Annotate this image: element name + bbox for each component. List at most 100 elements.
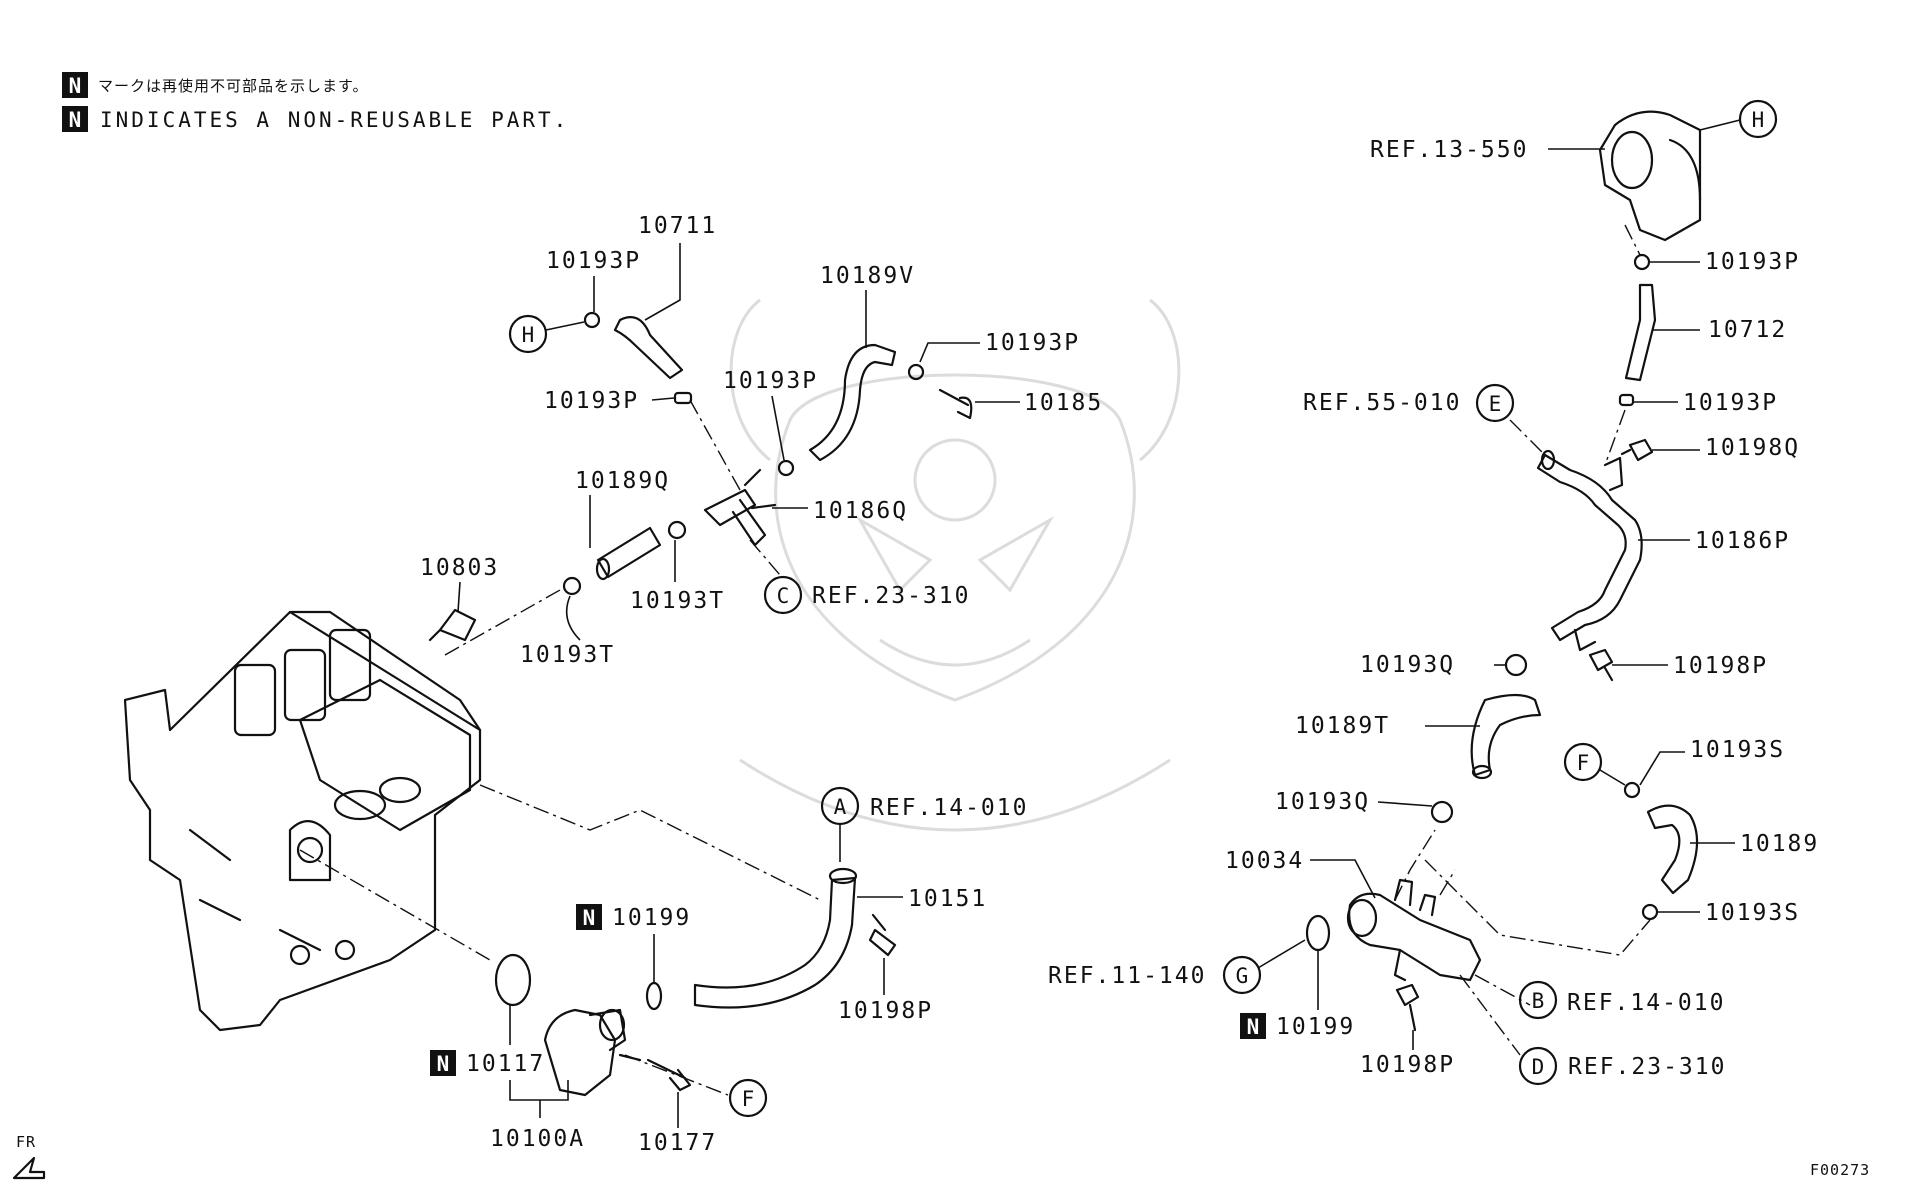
label-10177: 10177 [638, 1130, 717, 1156]
ref-23-310-b: D REF.23-310 [1518, 1046, 1726, 1086]
part-10189Q: 10189Q [575, 468, 670, 581]
callout-F-right-text: F [1577, 751, 1590, 775]
part-10198Q: 10198Q [1620, 435, 1800, 462]
callout-circle-D [1518, 1046, 1558, 1086]
label-10193Q-a: 10193Q [1360, 652, 1455, 678]
dash-manifold-10151 [479, 784, 821, 901]
ref-14-010-a: A REF.14-010 [820, 786, 1028, 862]
callout-A-text: A [834, 795, 847, 819]
label-ref-14-010-a: REF.14-010 [870, 795, 1028, 821]
ref-55-010: REF.55-010 E [1303, 383, 1515, 423]
part-10189V: 10189V [808, 263, 913, 462]
callout-H-right-text: H [1752, 108, 1765, 132]
dash-10177 [624, 1054, 729, 1096]
legend-text-jp: マークは再使用不可部品を示します。 [98, 77, 369, 95]
front-arrow: FR [12, 1133, 46, 1180]
label-10189Q: 10189Q [575, 468, 670, 494]
callout-F-left-text: F [742, 1087, 755, 1111]
label-10193Q-b: 10193Q [1275, 789, 1370, 815]
part-10193P-c: 10193P [723, 368, 818, 477]
callout-B-text: B [1532, 989, 1545, 1013]
part-10198P-c: 10198P [1360, 983, 1455, 1078]
part-10193S-a: 10193S [1623, 737, 1785, 799]
legend-text-en: INDICATES A NON-REUSABLE PART. [100, 108, 569, 132]
bracket-10100A: 10100A [490, 1080, 585, 1152]
throttle-body-drawing [1598, 110, 1702, 242]
part-10186Q: 10186Q [703, 468, 908, 547]
callout-circle-B [1518, 980, 1558, 1020]
label-10198Q: 10198Q [1705, 435, 1800, 461]
label-10193P-f: 10193P [1683, 390, 1778, 416]
label-ref-23-310-a: REF.23-310 [812, 583, 970, 609]
legend-badge-text-en: N [69, 108, 82, 132]
ref-14-010-b: B REF.14-010 [1518, 980, 1723, 1020]
part-10193S-b: 10193S [1641, 900, 1800, 926]
badge-n-10199-a-text: N [583, 906, 596, 930]
label-10193P-c: 10193P [723, 368, 818, 394]
label-ref-13-550: REF.13-550 [1370, 137, 1528, 163]
part-10193P-d: 10193P [907, 330, 1078, 381]
legend-badge-en [62, 106, 88, 132]
label-ref-55-010: REF.55-010 [1303, 390, 1461, 416]
label-10193T-b: 10193T [630, 588, 725, 614]
label-10198P-a: 10198P [838, 998, 933, 1024]
callout-H-right: H [1699, 99, 1778, 139]
label-10193P-a: 10193P [546, 248, 641, 274]
part-10189T: 10189T [1295, 693, 1542, 780]
ref-23-310-a: C REF.23-310 [763, 575, 970, 615]
part-10151: 10151 [693, 867, 987, 1009]
label-10189: 10189 [1740, 831, 1819, 857]
label-ref-11-140: REF.11-140 [1048, 963, 1206, 989]
part-10198P-b: 10198P [1588, 648, 1766, 682]
label-10186Q: 10186Q [813, 498, 908, 524]
front-label: FR [16, 1133, 36, 1151]
engine-block-drawing [123, 610, 482, 1032]
part-10199-a: N 10199 [576, 904, 689, 1011]
part-10193P-b: 10193P [544, 388, 693, 414]
dash-10193S [1424, 859, 1651, 956]
label-ref-23-310-b: REF.23-310 [1568, 1054, 1726, 1080]
callout-G-text: G [1236, 964, 1249, 988]
dash-10712 [1604, 409, 1626, 466]
callout-circle-E [1475, 383, 1515, 423]
legend-note: N マークは再使用不可部品を示します。 N INDICATES A NON-RE… [62, 72, 569, 132]
legend-badge-text-jp: N [69, 74, 82, 98]
label-10198P-c: 10198P [1360, 1052, 1455, 1078]
part-10186P: 10186P [1536, 449, 1790, 652]
label-10712: 10712 [1708, 317, 1787, 343]
dash-10803 [444, 589, 561, 656]
part-10198P-a: 10198P [838, 913, 933, 1024]
label-10193P-e: 10193P [1705, 249, 1800, 275]
label-10100A: 10100A [490, 1126, 585, 1152]
badge-n-10117 [430, 1050, 456, 1076]
part-10193T-a: 10193T [520, 576, 613, 668]
label-10151: 10151 [908, 886, 987, 912]
part-10185: 10185 [938, 388, 1101, 420]
callout-H-left-text: H [522, 323, 535, 347]
dash-10117 [299, 849, 491, 961]
legend-badge-jp [62, 72, 88, 98]
label-10186P: 10186P [1695, 528, 1790, 554]
ref-11-140: REF.11-140 G [1048, 939, 1306, 995]
ref-13-550: REF.13-550 [1370, 137, 1605, 163]
callout-circle-C [763, 575, 803, 615]
part-10100A [543, 1008, 642, 1097]
part-10803: 10803 [420, 555, 499, 642]
label-10193S-b: 10193S [1705, 900, 1800, 926]
label-10193P-b: 10193P [544, 388, 639, 414]
label-10711: 10711 [638, 213, 717, 239]
dash-10034-up [1394, 829, 1436, 901]
label-10034: 10034 [1225, 848, 1304, 874]
part-10711: 10711 [613, 213, 717, 380]
label-10803: 10803 [420, 555, 499, 581]
label-10199-b: 10199 [1276, 1014, 1355, 1040]
part-10193Q-a: 10193Q [1360, 652, 1528, 678]
part-10193P-e: 10193P [1633, 249, 1800, 275]
callout-E-text: E [1489, 392, 1502, 416]
part-10193P-f: 10193P [1618, 390, 1778, 416]
label-10193S-a: 10193S [1690, 737, 1785, 763]
dash-10186Q-up [689, 399, 741, 491]
dash-10186Q-down [749, 539, 781, 576]
